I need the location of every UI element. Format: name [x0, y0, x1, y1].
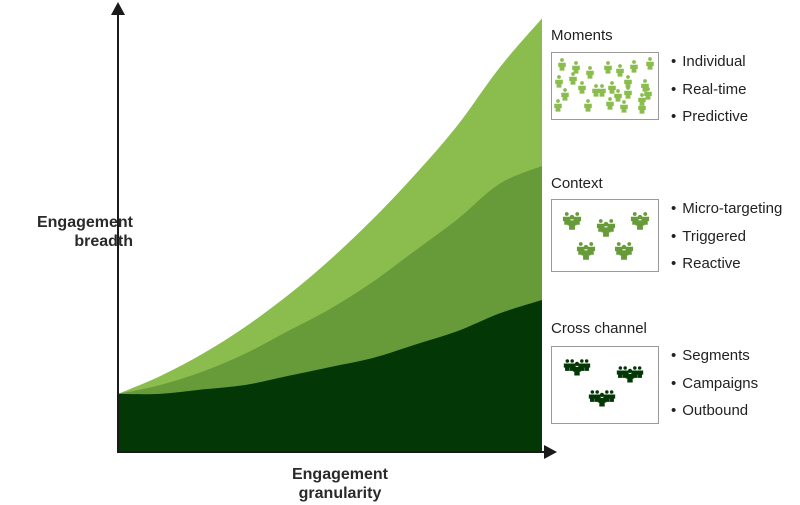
panel-title: Context [551, 175, 603, 192]
person-group-icon [576, 242, 596, 260]
person-icon [604, 61, 612, 74]
person-icon [558, 58, 566, 71]
x-axis-label-line-1: Engagement [291, 466, 388, 483]
person-group-icon [616, 366, 644, 383]
list-item: Reactive [671, 250, 782, 278]
x-axis-arrow-icon [544, 445, 557, 459]
large-group-icon [563, 359, 644, 407]
list-item: Micro-targeting [671, 195, 782, 223]
person-icon [572, 61, 580, 74]
area-band-cross-channel [118, 300, 542, 452]
small-group-icon [562, 212, 650, 260]
person-icon [624, 86, 632, 99]
panel-icon-box [551, 346, 659, 424]
list-item: Campaigns [671, 370, 758, 398]
person-icon [638, 101, 646, 114]
x-axis-label-line-2: granularity [298, 485, 382, 502]
person-icon [630, 60, 638, 73]
legend-panel-moments: Moments Individual Real-time Predictive [549, 27, 799, 125]
list-item: Real-time [671, 76, 748, 104]
panel-list: Individual Real-time Predictive [671, 48, 748, 131]
person-icon [554, 99, 562, 112]
person-icon [584, 99, 592, 112]
panel-title: Moments [551, 27, 613, 44]
y-axis-arrow-icon [111, 2, 125, 15]
person-icon [555, 75, 563, 88]
panel-list: Micro-targeting Triggered Reactive [671, 195, 782, 278]
list-item: Predictive [671, 103, 748, 131]
person-group-icon [562, 212, 582, 230]
person-icon [578, 81, 586, 94]
legend-panel-cross-channel: Cross channel Segments Campaigns Outboun… [549, 320, 799, 424]
person-icon [614, 89, 622, 102]
person-group-icon [596, 219, 616, 237]
person-icon [620, 100, 628, 113]
x-axis-label: Engagement granularity [260, 465, 420, 503]
person-icon [608, 81, 616, 94]
legend-panel-context: Context Micro-targeting Triggered Reacti… [549, 175, 799, 272]
person-icon [606, 97, 614, 110]
axes-layer [111, 2, 557, 459]
person-group-icon [588, 390, 616, 407]
person-icon [598, 84, 606, 97]
person-icon [592, 84, 600, 97]
person-group-icon [614, 242, 634, 260]
person-group-icon [630, 212, 650, 230]
list-item: Segments [671, 342, 758, 370]
person-icon [616, 64, 624, 77]
list-item: Triggered [671, 223, 782, 251]
panel-list: Segments Campaigns Outbound [671, 342, 758, 425]
panel-title: Cross channel [551, 320, 647, 337]
bands-layer [118, 18, 542, 453]
y-axis-label: Engagement breadth [0, 213, 133, 251]
person-icon [644, 87, 652, 100]
person-icon [586, 66, 594, 79]
y-axis-label-line-2: breadth [74, 233, 133, 250]
panel-icon-box [551, 199, 659, 272]
list-item: Individual [671, 48, 748, 76]
person-icon [569, 72, 577, 85]
person-group-icon [563, 359, 591, 376]
person-icon [646, 57, 654, 70]
list-item: Outbound [671, 397, 758, 425]
single-person-icon [554, 57, 654, 114]
y-axis-label-line-1: Engagement [36, 214, 133, 231]
person-icon [561, 88, 569, 101]
person-icon [624, 75, 632, 88]
panel-icon-box [551, 52, 659, 120]
